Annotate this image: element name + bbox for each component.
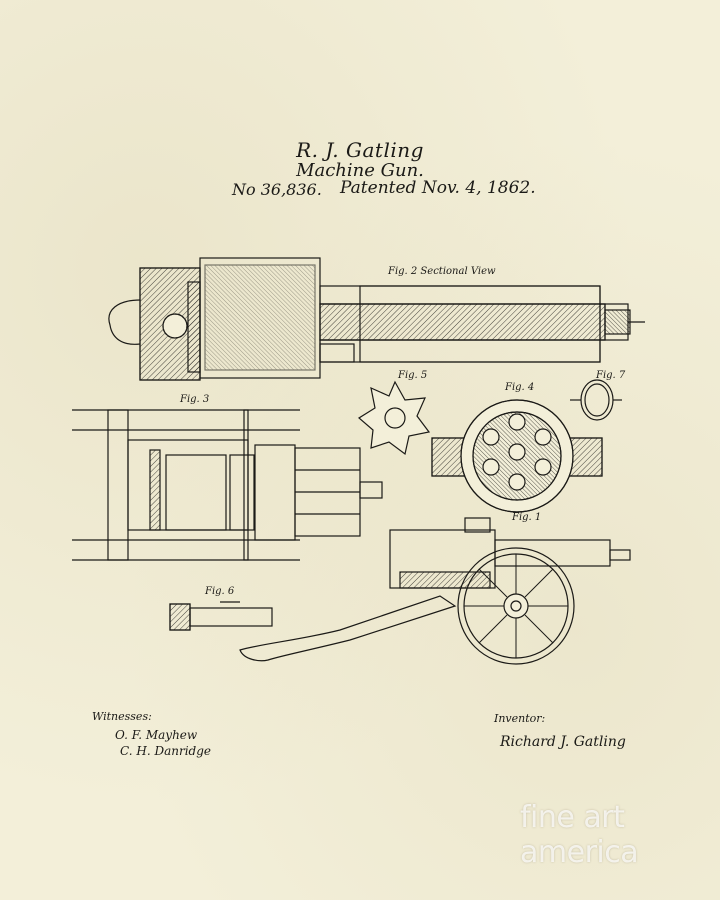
witnesses-label: Witnesses: <box>92 710 152 723</box>
fig1-gun-on-carriage <box>239 517 631 665</box>
fig6-part <box>169 601 273 631</box>
inventor-label: Inventor: <box>494 712 546 725</box>
fig5-label: Fig. 5 <box>398 370 428 381</box>
fig4-cylinder-section <box>431 399 603 513</box>
inventor-name: R. J. Gatling <box>296 138 424 162</box>
inventor-signature: Richard J. Gatling <box>500 734 626 750</box>
fig6-label: Fig. 6 <box>205 586 235 597</box>
witness-1-signature: O. F. Mayhew <box>115 728 198 742</box>
patent-date: Patented Nov. 4, 1862. <box>340 178 536 198</box>
fig4-label: Fig. 4 <box>505 382 535 393</box>
fig2-label: Fig. 2 Sectional View <box>388 266 496 277</box>
fig7-label: Fig. 7 <box>596 370 626 381</box>
witness-2-signature: C. H. Danridge <box>120 744 212 758</box>
invention-title: Machine Gun. <box>296 160 424 181</box>
fig7-ring <box>570 379 622 421</box>
patent-number: No 36,836. <box>232 180 322 199</box>
fig5-star-wheel <box>357 380 431 456</box>
fig2-sectional-view <box>108 257 645 381</box>
fig1-label: Fig. 1 <box>512 512 542 523</box>
fig3-plan-view <box>72 409 383 561</box>
watermark-logo: fine art america <box>520 800 639 870</box>
fig3-label: Fig. 3 <box>180 394 210 405</box>
